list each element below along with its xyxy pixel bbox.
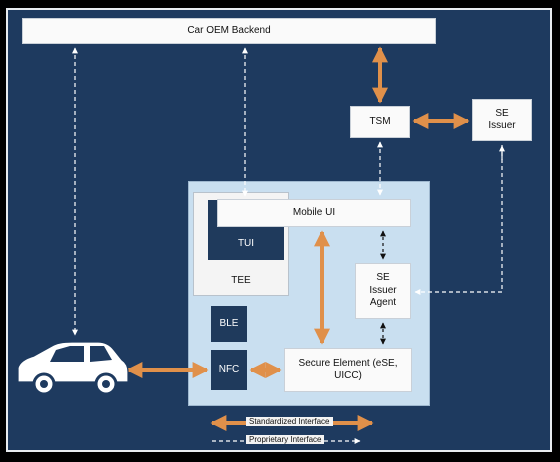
car-oem-backend-label: Car OEM Backend (187, 24, 271, 36)
tsm-label: TSM (369, 115, 391, 127)
car-icon (17, 341, 129, 396)
se-issuer-agent-node: SE Issuer Agent (355, 263, 411, 319)
nfc-label: NFC (218, 363, 240, 375)
legend-proprietary-label: Proprietary Interface (246, 435, 325, 444)
se-issuer-node: SE Issuer (472, 99, 532, 141)
secure-element-node: Secure Element (eSE, UICC) (284, 348, 412, 392)
se-issuer-agent-link (414, 145, 503, 295)
nfc-node: NFC (211, 350, 247, 390)
secure-element-label: Secure Element (eSE, UICC) (298, 357, 398, 382)
se-issuer-label: SE Issuer (488, 107, 516, 132)
tui-label: TUI (237, 237, 255, 249)
se-issuer-agent-label: SE Issuer Agent (369, 272, 397, 309)
ble-label: BLE (219, 317, 239, 329)
tsm-node: TSM (350, 106, 410, 138)
tee-label: TEE (231, 274, 251, 286)
car-oem-backend: Car OEM Backend (22, 18, 436, 44)
mobile-ui-label: Mobile UI (292, 206, 336, 218)
legend-standardized-label: Standardized Interface (246, 417, 333, 426)
ble-node: BLE (211, 306, 247, 342)
mobile-ui-node: Mobile UI (217, 199, 411, 227)
